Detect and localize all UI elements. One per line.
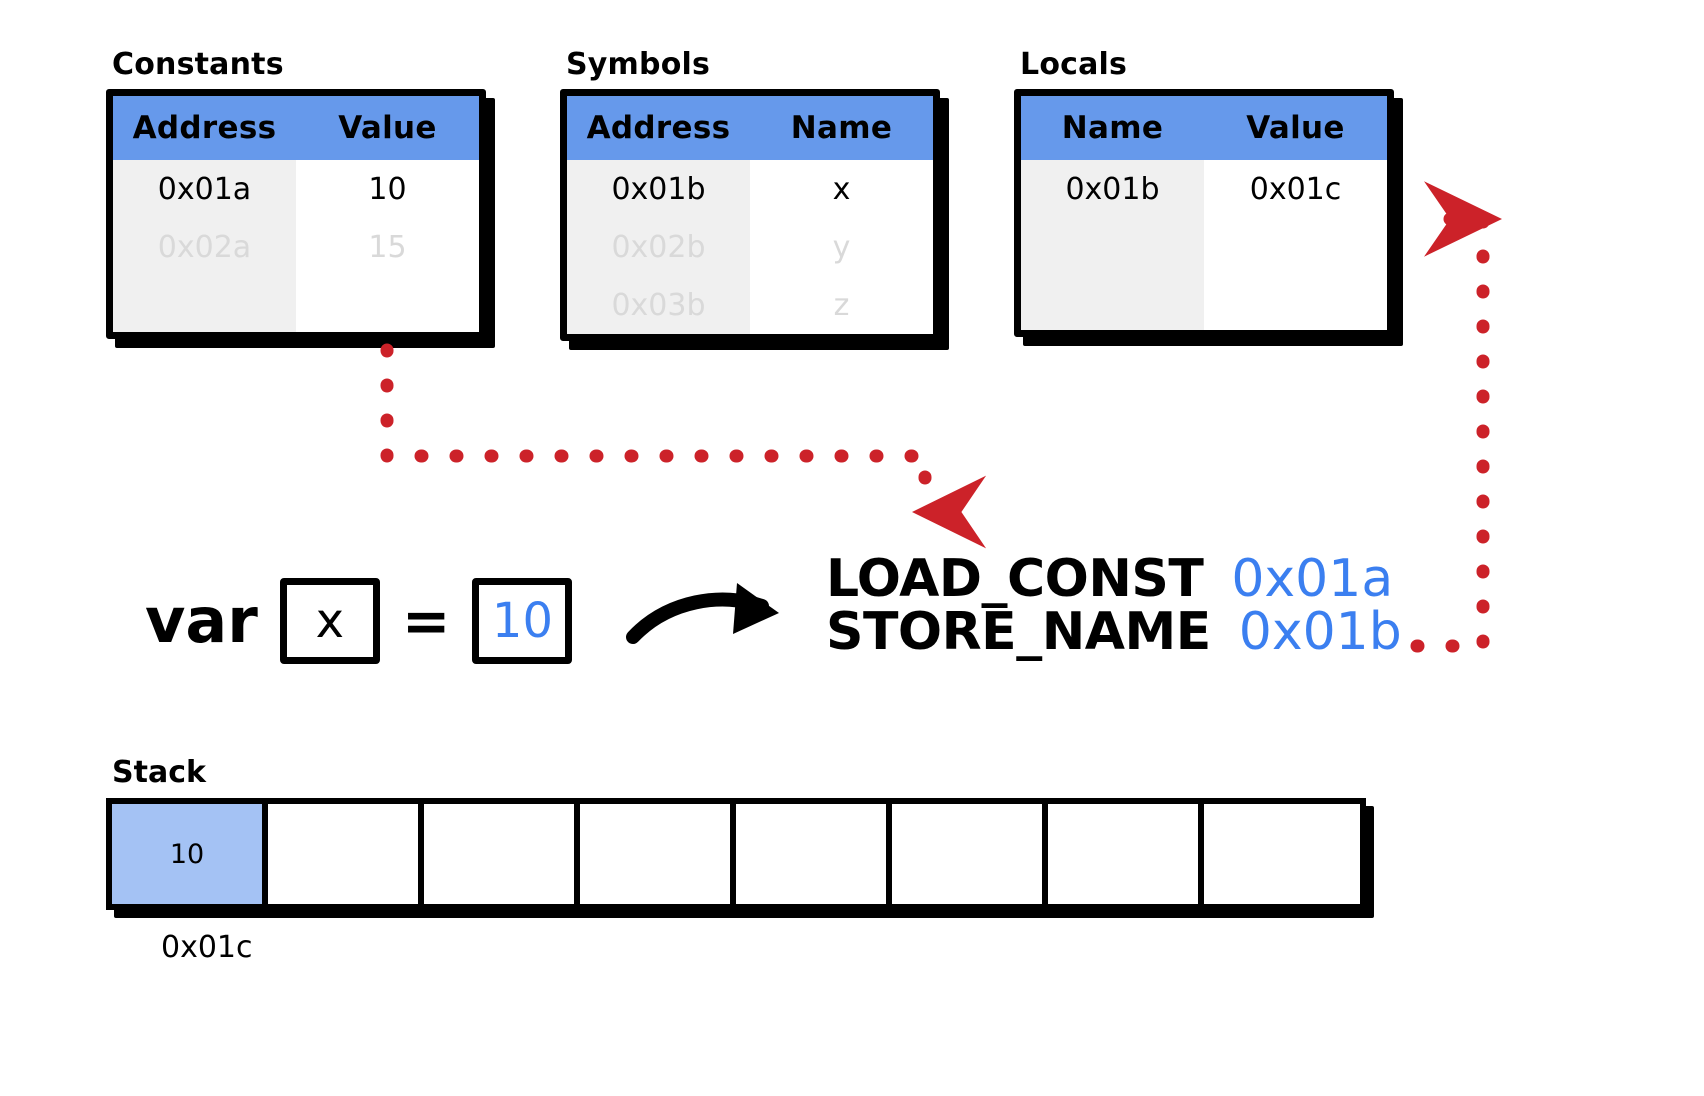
- stack-shell: 10: [106, 798, 1374, 918]
- column-header-name: Name: [750, 96, 933, 160]
- symbols-table: Address Name 0x01b x 0x02b y: [567, 96, 933, 334]
- stack-caption: Stack: [112, 755, 206, 790]
- locals-table-shell: Name Value 0x01b 0x01c: [1014, 89, 1403, 346]
- locals-table: Name Value 0x01b 0x01c: [1021, 96, 1387, 330]
- assignment-operator: =: [401, 587, 451, 655]
- cell-empty: [1204, 274, 1387, 330]
- stack-cell: [1048, 804, 1204, 904]
- cell-value: 10: [296, 160, 479, 218]
- keyword-var: var: [145, 584, 258, 657]
- source-expression: var x = 10: [145, 578, 573, 664]
- table-header-row: Name Value: [1021, 96, 1387, 160]
- stack-cell: [736, 804, 892, 904]
- instruction-row: LOAD_CONST 0x01a: [826, 549, 1402, 609]
- literal-box: 10: [472, 578, 573, 664]
- instruction-row: STORE_NAME 0x01b: [826, 602, 1402, 663]
- cell-value: 15: [296, 218, 479, 276]
- stack-cell: [580, 804, 736, 904]
- variable-box: x: [279, 578, 380, 664]
- cell-name: 0x01b: [1021, 160, 1204, 218]
- cell-name: y: [750, 218, 933, 276]
- curved-arrow-icon: [626, 583, 779, 644]
- constants-table: Address Value 0x01a 10 0x02a 15: [113, 96, 479, 332]
- table-filler-row: [113, 276, 479, 332]
- cell-value: 0x01c: [1204, 160, 1387, 218]
- table-header-row: Address Value: [113, 96, 479, 160]
- column-header-name: Name: [1021, 96, 1204, 160]
- table-filler-row: [1021, 218, 1387, 274]
- column-header-address: Address: [113, 96, 296, 160]
- stack-cell: [268, 804, 424, 904]
- cell-empty: [113, 276, 296, 332]
- constants-table-shell: Address Value 0x01a 10 0x02a 15: [106, 89, 495, 348]
- stack-block: Stack 10 0x01c: [106, 755, 1374, 965]
- cell-name: x: [750, 160, 933, 218]
- cell-address: 0x03b: [567, 276, 750, 334]
- cell-empty: [1021, 274, 1204, 330]
- table-row: 0x03b z: [567, 276, 933, 334]
- table-row: 0x01b x: [567, 160, 933, 218]
- cell-empty: [1204, 218, 1387, 274]
- constants-table-block: Constants Address Value 0x01a 10: [106, 47, 495, 348]
- cell-empty: [296, 276, 479, 332]
- instruction-operand: 0x01a: [1231, 549, 1394, 609]
- column-header-value: Value: [1204, 96, 1387, 160]
- bytecode-instructions: LOAD_CONST 0x01a STORE_NAME 0x01b: [826, 549, 1402, 663]
- table-row: 0x01b 0x01c: [1021, 160, 1387, 218]
- stack-address-label: 0x01c: [161, 930, 253, 965]
- table-row: 0x02a 15: [113, 218, 479, 276]
- table-header-row: Address Name: [567, 96, 933, 160]
- store-name-to-locals-connector: [1410, 181, 1502, 653]
- cell-empty: [1021, 218, 1204, 274]
- stack-cell: [1204, 804, 1360, 904]
- cell-name: z: [750, 276, 933, 334]
- table-row: 0x01a 10: [113, 160, 479, 218]
- stack-row: 10: [106, 798, 1366, 910]
- instruction-operand: 0x01b: [1238, 602, 1402, 663]
- instruction-opcode: LOAD_CONST: [826, 549, 1204, 609]
- table-row: 0x02b y: [567, 218, 933, 276]
- stack-cell: 10: [112, 804, 268, 904]
- cell-address: 0x01b: [567, 160, 750, 218]
- cell-address: 0x02a: [113, 218, 296, 276]
- constants-table-caption: Constants: [112, 47, 284, 82]
- instruction-opcode: STORE_NAME: [826, 602, 1211, 663]
- symbols-table-caption: Symbols: [566, 47, 711, 82]
- column-header-address: Address: [567, 96, 750, 160]
- cell-address: 0x02b: [567, 218, 750, 276]
- locals-table-caption: Locals: [1020, 47, 1128, 82]
- cell-address: 0x01a: [113, 160, 296, 218]
- table-filler-row: [1021, 274, 1387, 330]
- stack-cell: [424, 804, 580, 904]
- locals-table-block: Locals Name Value 0x01b 0x01c: [1014, 47, 1403, 346]
- stack-cell: [892, 804, 1048, 904]
- column-header-value: Value: [296, 96, 479, 160]
- symbols-table-shell: Address Name 0x01b x 0x02b y: [560, 89, 949, 350]
- symbols-table-block: Symbols Address Name 0x01b x: [560, 47, 949, 350]
